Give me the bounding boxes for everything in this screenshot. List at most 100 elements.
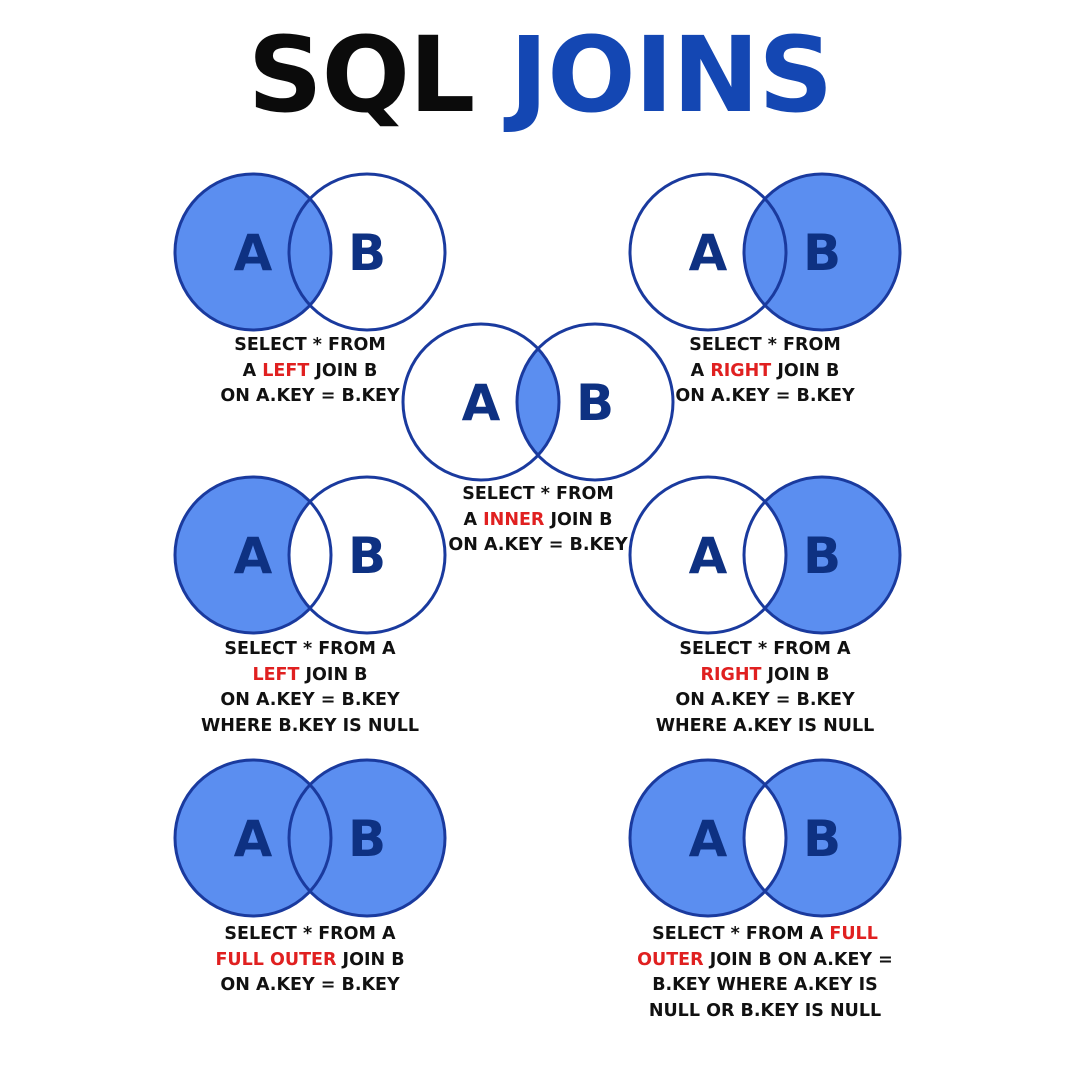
label-b: B (348, 527, 386, 585)
circle-b-outline (742, 758, 902, 918)
circle-b-outline (287, 475, 447, 635)
label-b: B (348, 810, 386, 868)
sql-text: ON A.KEY = B.KEY (448, 535, 628, 555)
circle-b-outline (742, 172, 902, 332)
caption-line: SELECT * FROM A (615, 637, 915, 663)
circle-b (289, 174, 445, 330)
circle-b (289, 477, 445, 633)
sql-text: SELECT * FROM (689, 335, 841, 355)
sql-text: WHERE A.KEY IS NULL (655, 715, 875, 736)
sql-text: A (690, 360, 711, 381)
caption-line: LEFT JOIN B (160, 663, 460, 689)
label-b: B (348, 224, 386, 282)
label-a: A (234, 224, 273, 282)
sql-text: SELECT * FROM (234, 335, 386, 355)
label-a: A (462, 374, 501, 432)
circle-a (630, 760, 786, 916)
circle-b-outline (287, 758, 447, 918)
circle-a-outline (628, 172, 788, 332)
join-keyword: RIGHT (710, 360, 772, 381)
caption-line: WHERE B.KEY IS NULL (160, 714, 460, 740)
page-title: SQL JOINS (0, 0, 1080, 140)
sql-text: ON A.KEY = B.KEY (220, 386, 400, 406)
caption-line: SELECT * FROM A FULL (615, 922, 915, 948)
circle-a-outline (628, 758, 788, 918)
caption-line: FULL OUTER JOIN B (160, 948, 460, 974)
circle-b (744, 760, 900, 916)
circle-b-outline (742, 475, 902, 635)
sql-text: JOIN B ON A.KEY = (703, 949, 893, 970)
circle-a (630, 477, 786, 633)
sql-text: SELECT * FROM (462, 484, 614, 504)
label-b: B (803, 527, 841, 585)
sql-text: A (242, 360, 263, 381)
caption-line: B.KEY WHERE A.KEY IS (615, 973, 915, 999)
join-keyword: OUTER (637, 949, 704, 970)
circle-b-outline (287, 172, 447, 332)
sql-text: ON A.KEY = B.KEY (675, 386, 855, 406)
sql-text: WHERE B.KEY IS NULL (200, 715, 420, 736)
label-a: A (689, 224, 728, 282)
caption-line: SELECT * FROM (160, 333, 460, 359)
circle-a-outline (401, 322, 561, 482)
circle-a (175, 174, 331, 330)
circle-b (744, 174, 900, 330)
join-keyword: FULL (829, 924, 878, 944)
caption-line: ON A.KEY = B.KEY (615, 384, 915, 410)
join-keyword: INNER (483, 509, 545, 530)
caption-line: ON A.KEY = B.KEY (615, 688, 915, 714)
label-b: B (803, 810, 841, 868)
sql-text: JOIN B (771, 360, 840, 381)
circle-a-outline (173, 475, 333, 635)
sql-text: NULL OR B.KEY IS NULL (648, 1000, 882, 1021)
caption-line: SELECT * FROM (388, 482, 688, 508)
circle-a-outline (173, 172, 333, 332)
caption-line: ON A.KEY = B.KEY (160, 384, 460, 410)
label-a: A (234, 810, 273, 868)
circle-b (517, 324, 673, 480)
caption-line: OUTER JOIN B ON A.KEY = (615, 948, 915, 974)
sql-text: SELECT * FROM A (679, 639, 851, 659)
sql-text: B.KEY WHERE A.KEY IS (652, 975, 878, 995)
sql-text: SELECT * FROM A (224, 924, 396, 944)
sql-text: ON A.KEY = B.KEY (220, 690, 400, 710)
caption-line: ON A.KEY = B.KEY (160, 973, 460, 999)
caption-line: SELECT * FROM (615, 333, 915, 359)
label-b: B (576, 374, 614, 432)
caption-line: A INNER JOIN B (388, 508, 688, 534)
caption-line: A RIGHT JOIN B (615, 359, 915, 385)
join-keyword: LEFT (252, 664, 300, 685)
sql-text: JOIN B (336, 949, 405, 970)
circle-b (289, 760, 445, 916)
label-b: B (803, 224, 841, 282)
sql-text: SELECT * FROM A (652, 924, 830, 944)
title-joins: JOINS (509, 14, 834, 136)
caption-line: ON A.KEY = B.KEY (388, 533, 688, 559)
circle-a-outline (173, 758, 333, 918)
caption-line: A LEFT JOIN B (160, 359, 460, 385)
caption-line: NULL OR B.KEY IS NULL (615, 999, 915, 1025)
caption-line: SELECT * FROM A (160, 637, 460, 663)
sql-text: ON A.KEY = B.KEY (220, 975, 400, 995)
label-a: A (689, 810, 728, 868)
join-keyword: RIGHT (700, 664, 762, 685)
sql-text: A (463, 509, 484, 530)
title-sql: SQL (247, 14, 476, 136)
sql-text: ON A.KEY = B.KEY (675, 690, 855, 710)
caption-line: WHERE A.KEY IS NULL (615, 714, 915, 740)
sql-text: JOIN B (299, 664, 368, 685)
